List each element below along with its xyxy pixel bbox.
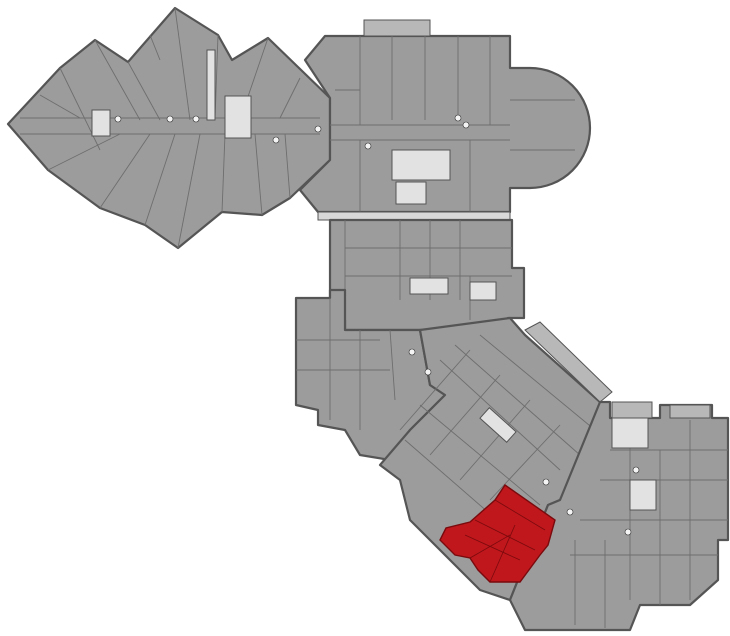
middle-block-floor — [330, 220, 524, 330]
southeast-wing-outline — [508, 400, 730, 632]
selected-apartment-partitions — [464, 499, 546, 583]
diagonal-wing-outline — [378, 316, 602, 602]
corridor-band — [317, 211, 511, 221]
door-markers — [114, 114, 640, 536]
middle-block — [328, 218, 526, 332]
diagonal-balcony — [524, 321, 613, 403]
left-wing-floor — [8, 8, 330, 248]
top-balcony — [363, 19, 431, 37]
southeast-right-balcony — [669, 404, 711, 419]
top-right-partitions — [330, 36, 575, 212]
southeast-stair — [611, 417, 649, 449]
diagonal-stair — [479, 407, 517, 443]
left-wing-elevator — [91, 109, 111, 137]
southeast-elevator-core — [629, 479, 657, 511]
left-wing-partitions — [20, 7, 320, 249]
selected-apartment-floor[interactable] — [439, 484, 556, 583]
southeast-wing — [508, 400, 730, 632]
diagonal-wing — [378, 316, 613, 602]
left-wing-shaft — [206, 49, 216, 121]
top-right-wing-outline — [298, 34, 592, 214]
diagonal-partitions — [399, 334, 596, 541]
left-diamond-wing — [6, 6, 332, 250]
selected-apartment[interactable] — [439, 484, 556, 583]
top-right-wing-floor — [300, 36, 590, 212]
lower-left-partitions — [296, 298, 396, 430]
southeast-top-balcony — [611, 401, 653, 419]
lower-left-floor — [296, 290, 445, 460]
top-right-wing — [298, 19, 592, 214]
left-wing-stair-core — [224, 95, 252, 139]
middle-elevator-core — [409, 277, 449, 295]
southeast-wing-floor — [510, 402, 728, 630]
top-right-stair — [395, 181, 427, 205]
top-right-elevator-core — [391, 149, 451, 181]
middle-stair — [469, 281, 497, 301]
